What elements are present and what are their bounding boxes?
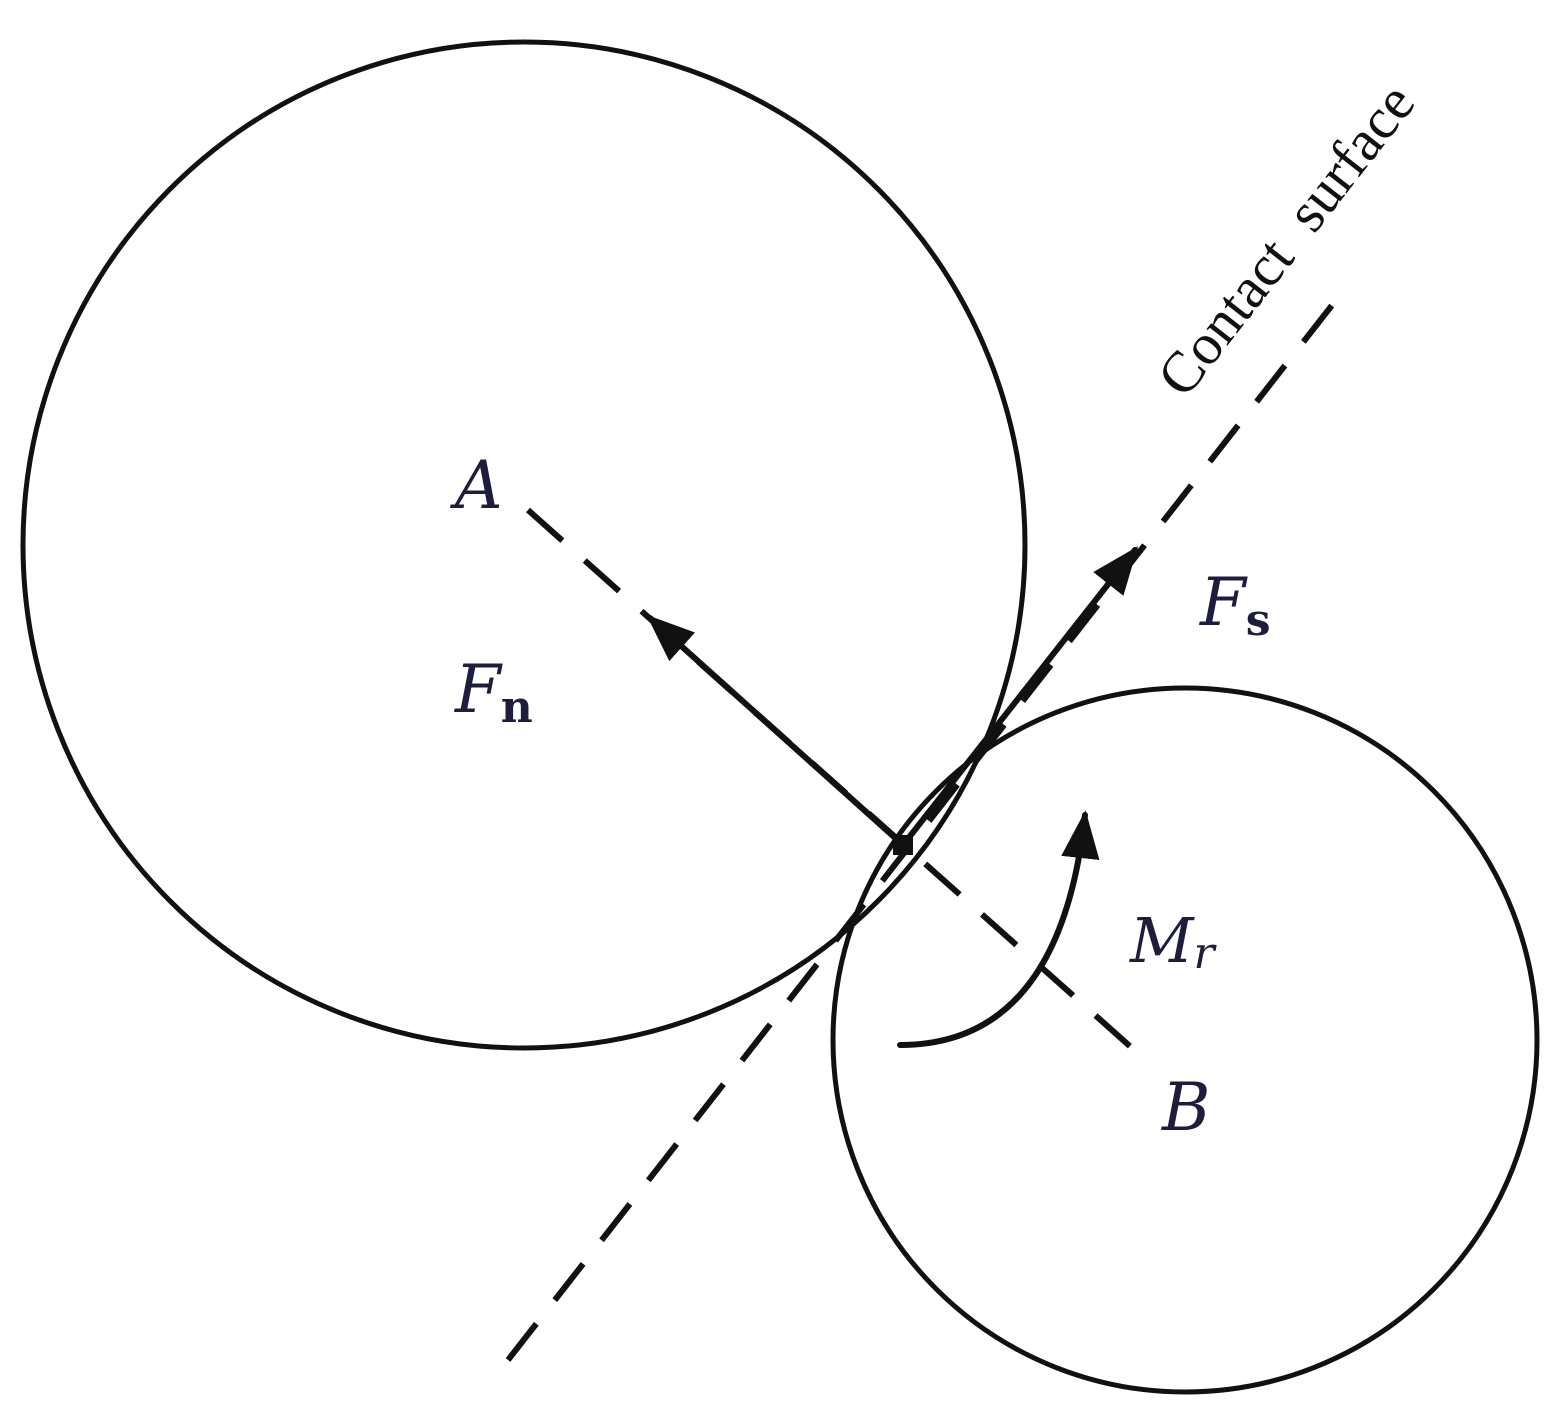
- label-rolling-moment-sub: r: [1193, 928, 1217, 979]
- particle-b-circle: [830, 685, 1540, 1395]
- label-point-b: B: [1161, 1069, 1211, 1146]
- contact-point: [893, 835, 913, 855]
- label-contact-surface: Contact surface: [1144, 71, 1427, 408]
- label-normal-force-main: F: [454, 651, 503, 728]
- shear-force-arrow: [900, 546, 1138, 848]
- label-shear-force: Fs: [1199, 564, 1271, 646]
- contact-surface-line: [505, 293, 1343, 1362]
- label-rolling-moment-main: M: [1129, 904, 1195, 977]
- label-rolling-moment: Mr: [1129, 904, 1217, 979]
- label-normal-force-sub: n: [501, 682, 533, 733]
- label-shear-force-sub: s: [1246, 595, 1271, 646]
- normal-force-arrow: [646, 614, 906, 848]
- label-point-a: A: [449, 447, 503, 524]
- rolling-moment-arrow: [897, 810, 1100, 1048]
- label-shear-force-main: F: [1199, 564, 1248, 641]
- label-normal-force: Fn: [454, 651, 533, 733]
- particle-a-circle: [20, 39, 1028, 1051]
